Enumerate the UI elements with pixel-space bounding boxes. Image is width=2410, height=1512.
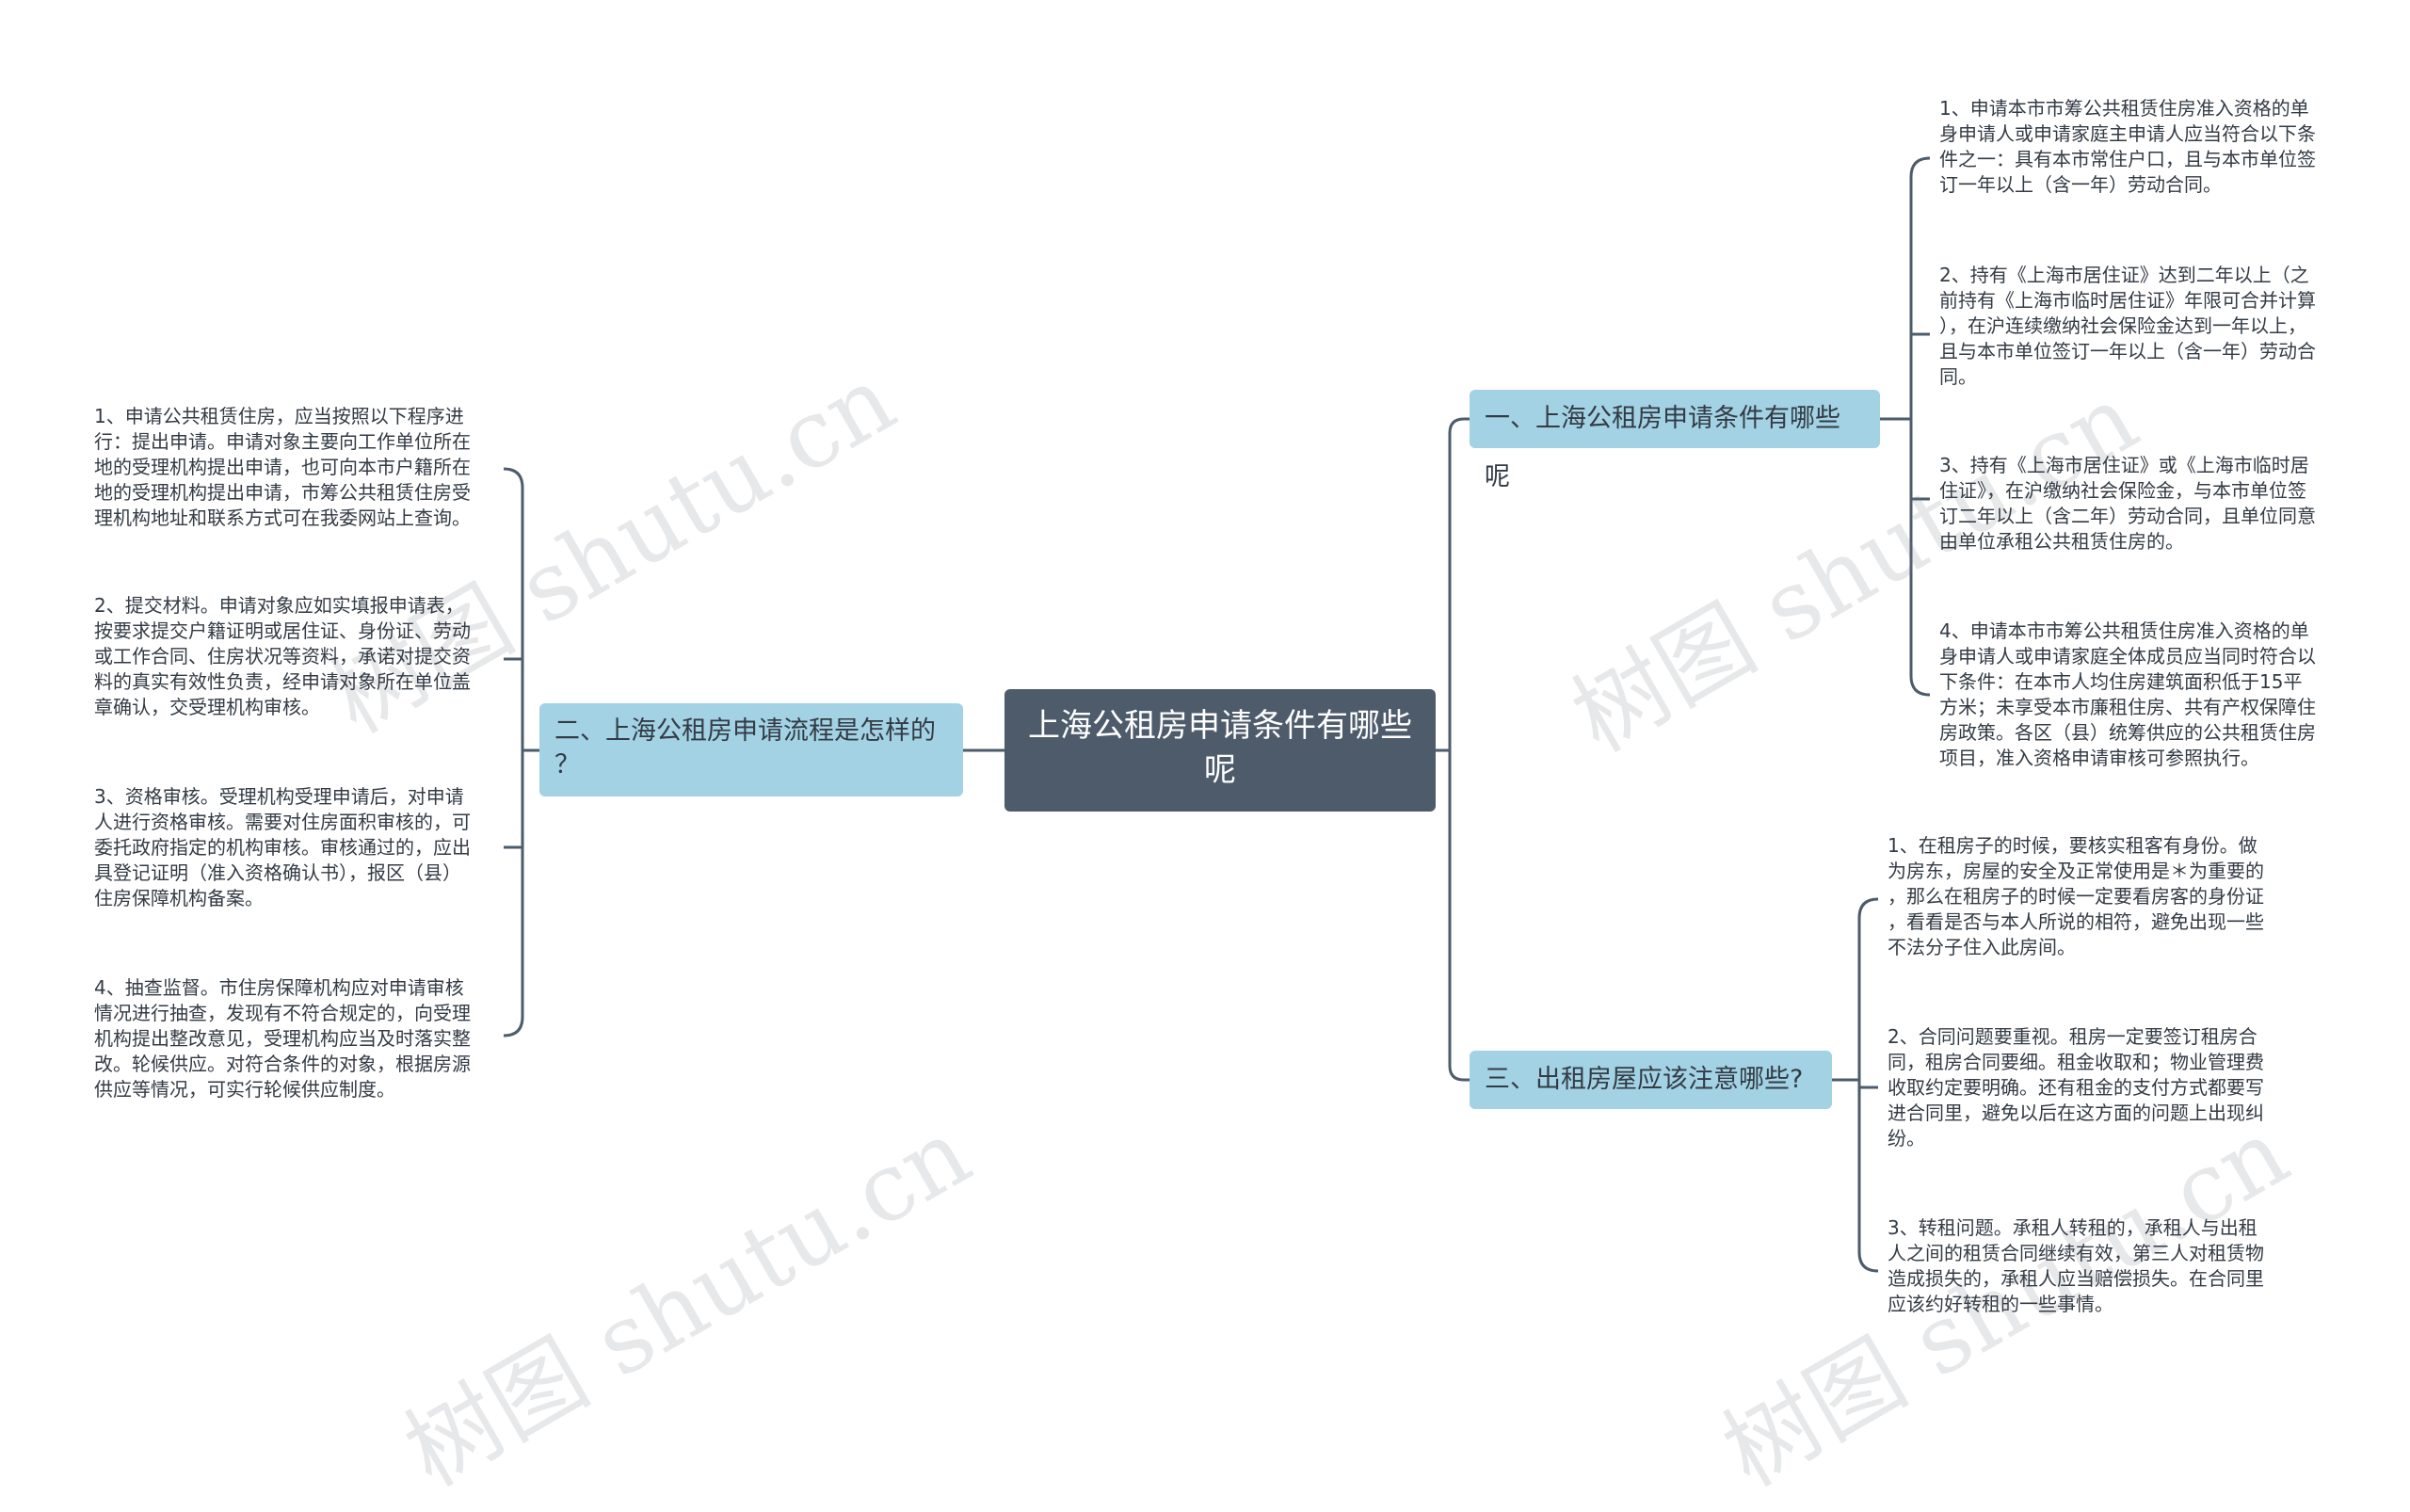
branch-rental-notes[interactable]: 三、出租房屋应该注意哪些? [1470, 1051, 1832, 1109]
leaf-process-2[interactable]: 2、提交材料。申请对象应如实填报申请表， 按要求提交户籍证明或居住证、身份证、劳… [94, 594, 471, 718]
edge-root-branch3 [1436, 748, 1470, 1082]
edge-branch2-leaves [503, 467, 539, 1037]
branch-application-conditions[interactable]: 一、上海公租房申请条件有哪些呢 [1470, 390, 1880, 491]
branch-application-process[interactable]: 二、上海公租房申请流程是怎样的 ？ [539, 703, 963, 796]
edge-root-branch1 [1436, 417, 1470, 752]
connector-lines [503, 156, 1931, 1273]
leaf-condition-3[interactable]: 3、持有《上海市居住证》或《上海市临时居 住证》，在沪缴纳社会保险金，与本市单位… [1939, 454, 2316, 553]
leaf-process-4[interactable]: 4、抽查监督。市住房保障机构应对申请审核 情况进行抽查，发现有不符合规定的，向受… [94, 976, 471, 1101]
leaf-process-3[interactable]: 3、资格审核。受理机构受理申请后，对申请 人进行资格审核。需要对住房面积审核的，… [94, 785, 471, 909]
leaf-condition-4[interactable]: 4、申请本市市筹公共租赁住房准入资格的单 身申请人或申请家庭全体成员应当同时符合… [1939, 619, 2316, 769]
root-topic[interactable]: 上海公租房申请条件有哪些呢 [1004, 689, 1436, 812]
leaf-rental-2[interactable]: 2、合同问题要重视。租房一定要签订租房合 同，租房合同要细。租金收取和；物业管理… [1888, 1025, 2264, 1150]
edge-branch1-leaves [1880, 156, 1931, 697]
edge-branch3-leaves [1832, 897, 1879, 1273]
leaf-process-1[interactable]: 1、申请公共租赁住房，应当按照以下程序进 行：提出申请。申请对象主要向工作单位所… [94, 405, 471, 529]
leaf-rental-1[interactable]: 1、在租房子的时候，要核实租客有身份。做 为房东，房屋的安全及正常使用是＊为重要… [1888, 834, 2264, 958]
leaf-condition-2[interactable]: 2、持有《上海市居住证》达到二年以上（之 前持有《上海市临时居住证》年限可合并计… [1939, 264, 2316, 388]
leaf-rental-3[interactable]: 3、转租问题。承租人转租的，承租人与出租 人之间的租赁合同继续有效，第三人对租赁… [1888, 1216, 2264, 1315]
leaf-condition-1[interactable]: 1、申请本市市筹公共租赁住房准入资格的单 身申请人或申请家庭主申请人应当符合以下… [1939, 97, 2316, 196]
